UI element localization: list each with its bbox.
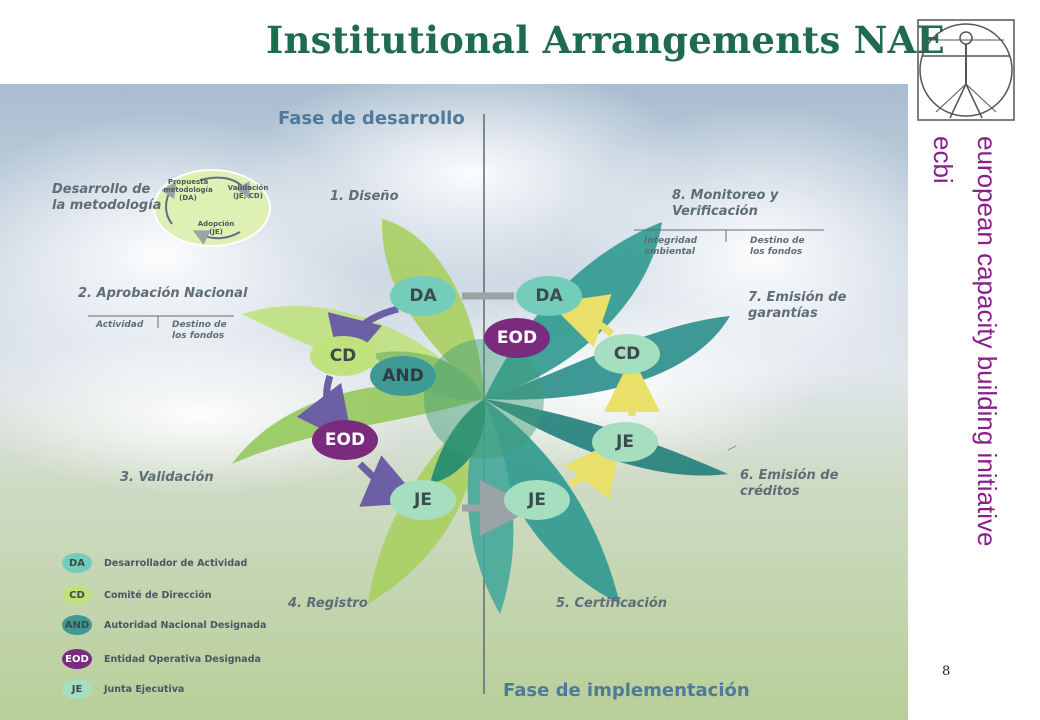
step-certification-label: 5. Certificación bbox=[556, 596, 668, 611]
legend-chip: CD bbox=[62, 585, 92, 605]
monitoring-sub-funds: Destino de los fondos bbox=[750, 236, 805, 257]
monitoring-sub-integrity: Integridad ambiental bbox=[644, 236, 698, 257]
phase-development-label: Fase de desarrollo bbox=[278, 108, 465, 129]
legend-text: Autoridad Nacional Designada bbox=[104, 619, 267, 631]
arrow-je-je-right bbox=[564, 437, 621, 500]
node-right-da: DA bbox=[516, 276, 582, 316]
org-name: european capacity building initiative ec… bbox=[928, 136, 1008, 684]
node-right-cd: CD bbox=[594, 334, 660, 374]
arrow-cd-eod bbox=[296, 374, 354, 445]
phase-implementation-label: Fase de implementación bbox=[503, 680, 750, 701]
legend-item: JE Junta Ejecutiva bbox=[62, 678, 184, 700]
approval-sub-activity: Actividad bbox=[96, 320, 144, 330]
org-acronym: ecbi bbox=[928, 136, 958, 184]
legend-chip: EOD bbox=[62, 649, 92, 669]
node-right-je-bottom: JE bbox=[504, 480, 570, 520]
legend-chip: AND bbox=[62, 615, 92, 635]
legend-chip: JE bbox=[62, 679, 92, 699]
step-national-approval-label: 2. Aprobación Nacional bbox=[78, 286, 248, 301]
center-overlap bbox=[424, 339, 544, 459]
legend-text: Desarrollador de Actividad bbox=[104, 557, 248, 569]
step-registration-label: 4. Registro bbox=[288, 596, 368, 611]
step-credit-issuance-label: 6. Emisión de créditos bbox=[740, 468, 839, 499]
node-left-eod: EOD bbox=[312, 420, 378, 460]
node-left-cd: CD bbox=[310, 336, 376, 376]
step-design-label: 1. Diseño bbox=[330, 189, 399, 204]
node-left-da: DA bbox=[390, 276, 456, 316]
mini-cycle-proposal: Propuesta metodología (DA) bbox=[163, 178, 213, 202]
nae-diagram: Fase de desarrollo Fase de implementació… bbox=[0, 84, 908, 720]
legend-item: AND Autoridad Nacional Designada bbox=[62, 614, 266, 636]
slide-title: Institutional Arrangements NAE bbox=[266, 18, 945, 62]
step-validation-label: 3. Validación bbox=[120, 470, 214, 485]
node-right-je: JE bbox=[592, 422, 658, 462]
arrow-cd-da bbox=[549, 294, 615, 348]
step-guarantee-issuance-label: 7. Emisión de garantías bbox=[748, 290, 847, 321]
step-monitoring-label: 8. Monitoreo y Verificación bbox=[672, 188, 779, 219]
page-number: 8 bbox=[942, 664, 951, 679]
legend-item: DA Desarrollador de Actividad bbox=[62, 552, 247, 574]
node-left-je: JE bbox=[390, 480, 456, 520]
legend-chip: DA bbox=[62, 553, 92, 573]
node-left-and: AND bbox=[370, 356, 436, 396]
legend-text: Junta Ejecutiva bbox=[104, 683, 185, 695]
legend-item: CD Comité de Dirección bbox=[62, 584, 212, 606]
legend-item: EOD Entidad Operativa Designada bbox=[62, 648, 261, 670]
methodology-label: Desarrollo de la metodología bbox=[52, 182, 162, 213]
org-name-line: european capacity building initiative bbox=[972, 136, 1002, 547]
vitruvian-logo bbox=[917, 19, 1015, 121]
legend-text: Entidad Operativa Designada bbox=[104, 653, 261, 665]
approval-sub-funds: Destino de los fondos bbox=[172, 320, 227, 341]
mini-cycle-adoption: Adopción (JE) bbox=[197, 220, 235, 236]
legend-text: Comité de Dirección bbox=[104, 589, 212, 601]
mini-cycle-validation: Validación (JE, CD) bbox=[227, 184, 269, 200]
node-right-eod: EOD bbox=[484, 318, 550, 358]
